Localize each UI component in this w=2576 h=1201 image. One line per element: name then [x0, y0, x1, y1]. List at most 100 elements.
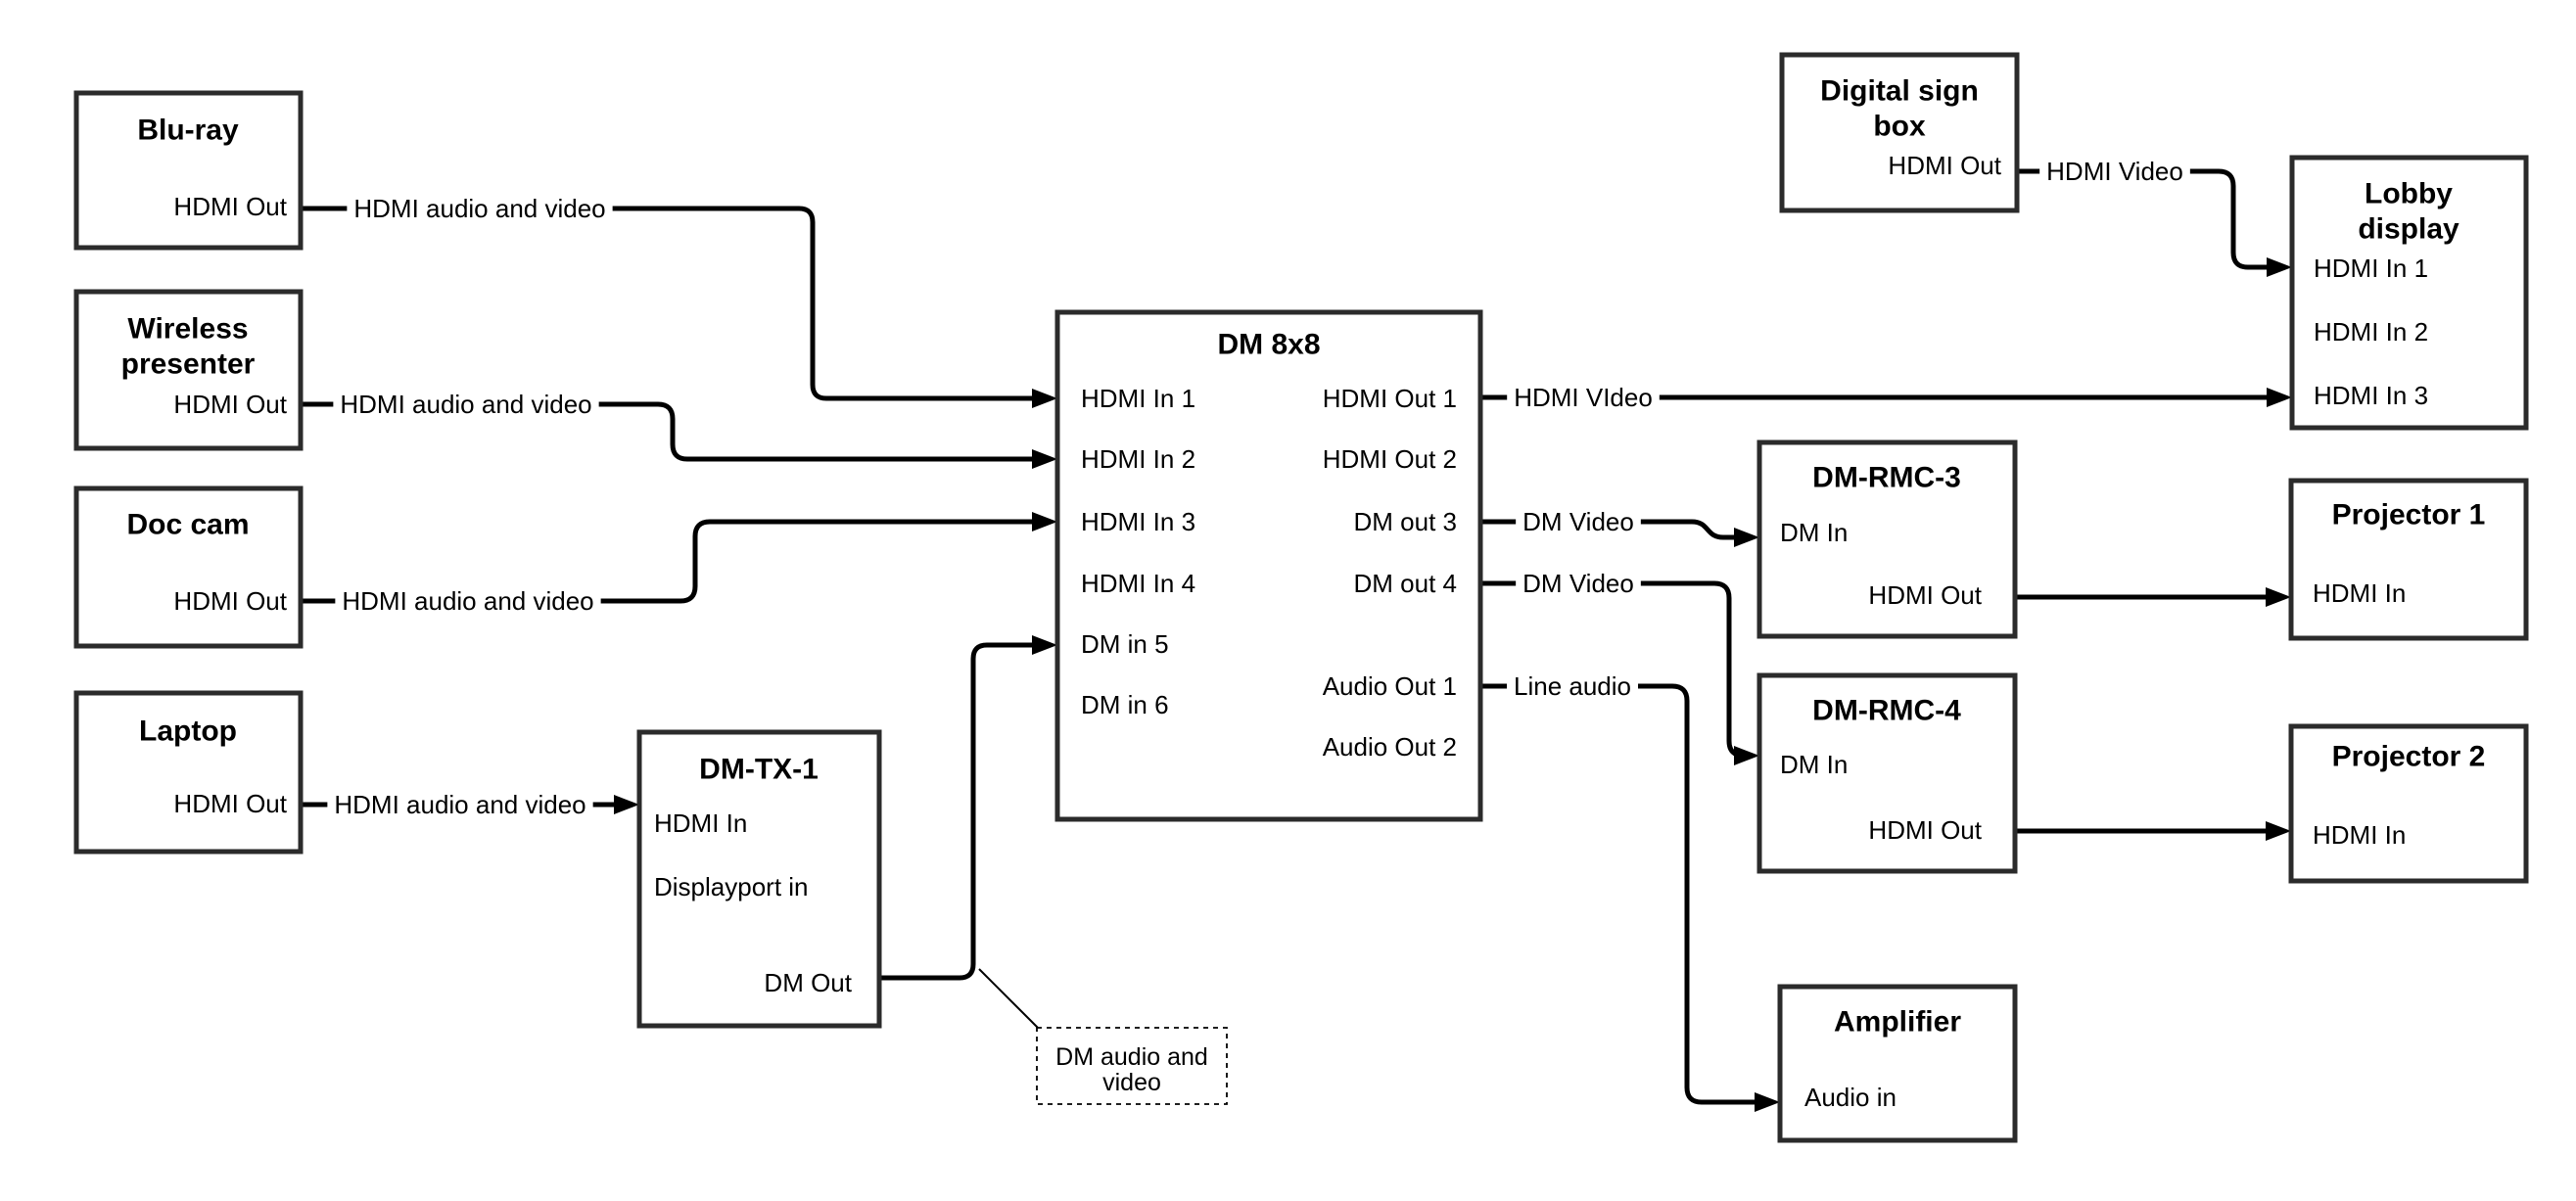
cable-label: DM Video: [1522, 569, 1634, 598]
cable-line: [1480, 683, 1772, 1105]
port-label: HDMI Out: [173, 586, 287, 616]
node-box: [1756, 672, 2018, 874]
cable-label: HDMI VIdeo: [1514, 383, 1653, 412]
port-label: DM out 4: [1354, 569, 1458, 598]
node-title: Amplifier: [1834, 1006, 1961, 1039]
port-label: HDMI Out: [1868, 815, 1982, 845]
cable-label: HDMI audio and video: [342, 586, 593, 616]
node-box: [2289, 155, 2529, 431]
node-title: Lobby: [2365, 178, 2453, 210]
port-label: DM in 6: [1081, 690, 1169, 719]
arrowhead-icon: [1755, 1092, 1780, 1112]
note-box: [1036, 1027, 1228, 1105]
cable-label-background: [347, 192, 613, 225]
connector-dm8x8-out4-to-rmc4: DM Video: [1480, 567, 1759, 765]
port-label: HDMI Out: [173, 192, 287, 221]
connector-laptop-to-dmtx1: HDMI audio and video: [301, 788, 639, 821]
node-title: display: [2358, 213, 2459, 246]
connector-rmc3-to-projector1: [2015, 587, 2291, 607]
cable-label-background: [2039, 155, 2190, 188]
port-label: HDMI Out: [1868, 580, 1982, 610]
port-label: Audio Out 1: [1323, 671, 1457, 701]
node-title: Projector 2: [2332, 741, 2486, 773]
cable-label-background: [1507, 670, 1638, 703]
port-label: DM In: [1780, 750, 1848, 779]
port-label: DM Out: [764, 968, 852, 997]
node-box: [2288, 723, 2529, 884]
port-label: HDMI In 2: [2314, 317, 2428, 346]
cable-label: HDMI Video: [2046, 157, 2183, 186]
port-label: HDMI In 3: [2314, 381, 2428, 410]
port-label: HDMI Out: [173, 789, 287, 818]
cable-label-background: [1516, 567, 1641, 600]
arrowhead-icon: [1032, 635, 1057, 655]
node-dm-rmc-3: DM-RMC-3 DM In HDMI Out: [1756, 439, 2018, 639]
port-label: HDMI Out: [173, 390, 287, 419]
port-label: Audio Out 2: [1323, 732, 1457, 762]
node-title: Wireless: [127, 313, 248, 346]
node-box: [73, 485, 304, 649]
port-label: Audio in: [1804, 1083, 1897, 1112]
port-label: HDMI In 3: [1081, 507, 1195, 536]
node-title: Digital sign: [1820, 75, 1979, 108]
cable-label: HDMI audio and video: [334, 790, 585, 819]
port-label: DM In: [1780, 518, 1848, 547]
arrowhead-icon: [1734, 746, 1759, 765]
node-title: box: [1873, 111, 1926, 143]
port-label: HDMI Out 1: [1323, 384, 1457, 413]
node-title: presenter: [121, 348, 256, 381]
node-box: [73, 90, 304, 251]
arrowhead-icon: [1032, 449, 1057, 469]
node-title: Doc cam: [126, 509, 249, 541]
connector-wireless-to-dm8x8-in2: HDMI audio and video: [301, 388, 1057, 469]
port-label: video: [1102, 1069, 1161, 1096]
cable-label: HDMI audio and video: [353, 194, 605, 223]
cable-label-background: [1516, 505, 1641, 538]
port-label: HDMI In 4: [1081, 569, 1195, 598]
cable-line: [301, 206, 1050, 401]
cable-label-background: [335, 584, 601, 618]
node-box: [1779, 52, 2020, 213]
connector-rmc4-to-projector2: [2015, 821, 2291, 841]
cable-label: Line audio: [1514, 671, 1631, 701]
node-title: Projector 1: [2332, 499, 2486, 531]
arrowhead-icon: [2266, 821, 2291, 841]
connector-dmtx1-to-dm8x8-in5: [879, 635, 1057, 981]
node-title: Blu-ray: [137, 115, 239, 147]
port-label: Displayport in: [654, 872, 809, 901]
cable-line: [879, 642, 1050, 981]
port-label: HDMI Out: [1888, 151, 2001, 180]
connector-bluray-to-dm8x8-in1: HDMI audio and video: [301, 192, 1057, 408]
cable-label-background: [333, 388, 599, 421]
port-label: HDMI In: [2313, 578, 2406, 608]
cable-label: DM Video: [1522, 507, 1634, 536]
node-title: DM-TX-1: [699, 754, 819, 786]
cable-line: [1480, 519, 1752, 540]
cable-label-background: [1507, 381, 1660, 414]
port-label: DM out 3: [1354, 507, 1458, 536]
node-title: Laptop: [139, 716, 237, 748]
port-label: HDMI In 1: [1081, 384, 1195, 413]
port-label: DM in 5: [1081, 629, 1169, 659]
arrowhead-icon: [1032, 512, 1057, 531]
port-label: HDMI In: [654, 808, 747, 838]
port-label: HDMI In 1: [2314, 254, 2428, 283]
port-label: HDMI In 2: [1081, 444, 1195, 474]
node-title: DM 8x8: [1217, 329, 1320, 361]
cable-label-background: [327, 788, 593, 821]
connector-note-leader: [978, 968, 1041, 1031]
cable-line: [2017, 168, 2284, 270]
cable-label: HDMI audio and video: [340, 390, 591, 419]
node-title: DM-RMC-3: [1812, 462, 1961, 494]
